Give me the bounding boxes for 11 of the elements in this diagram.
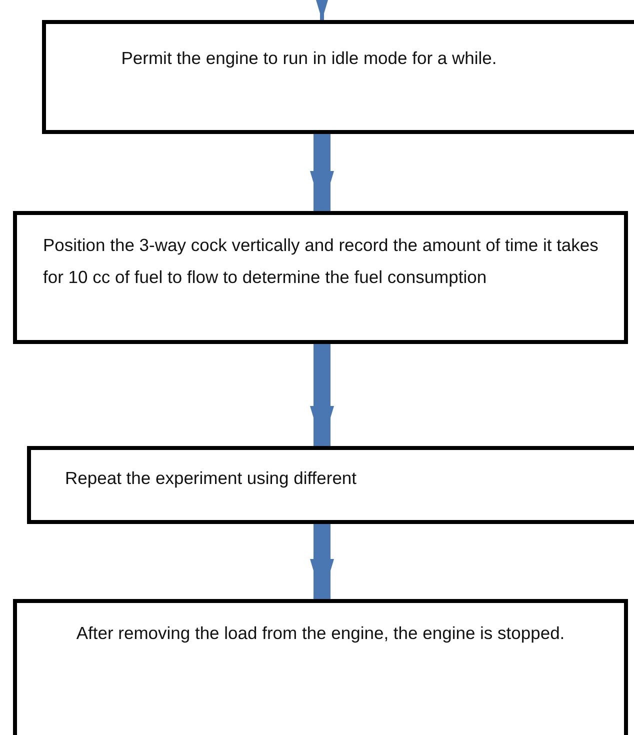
process-box (42, 20, 634, 134)
arrow (310, 134, 334, 211)
step-text: After removing the load from the engine, the engine is stopped. (75, 622, 566, 645)
step-text: Repeat the experiment using different (65, 467, 358, 490)
process-box (13, 599, 628, 735)
step-text: Permit the engine to run in idle mode for a while. (120, 47, 498, 70)
process-box (27, 446, 634, 524)
arrow (310, 524, 334, 599)
process-box (13, 211, 628, 344)
arrow (310, 344, 334, 446)
step-text: Position the 3-way cock vertically and record the amount of time it takes for 10 cc of fuel to flow to determine the fuel consumption (43, 234, 600, 289)
